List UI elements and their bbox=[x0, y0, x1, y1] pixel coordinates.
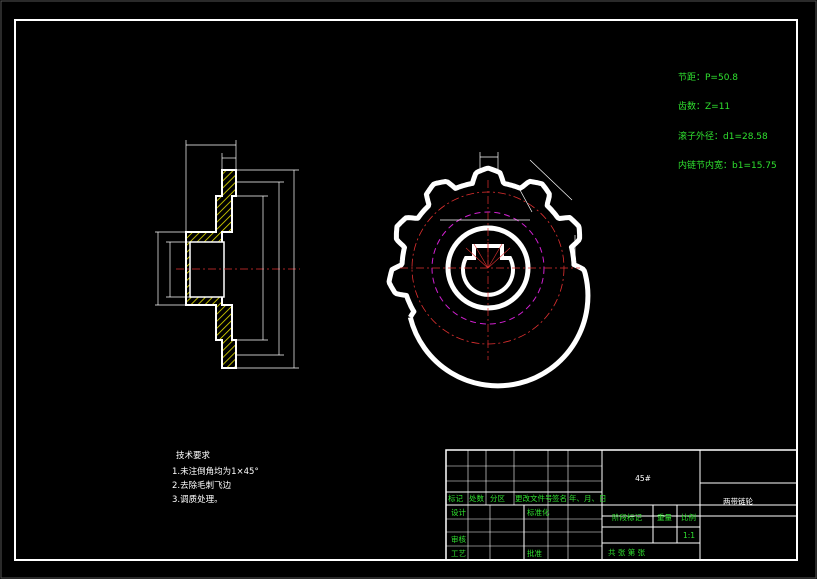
bore-with-keyway bbox=[461, 244, 515, 297]
sprocket-outline bbox=[386, 165, 591, 389]
param-teeth: 齿数：Z=11 bbox=[678, 100, 730, 112]
note-1: 1.未注倒角均为1×45° bbox=[172, 466, 259, 477]
technical-requirements: 技术要求 1.未注倒角均为1×45° 2.去除毛刺飞边 3.调质处理。 bbox=[172, 450, 259, 505]
notes-title: 技术要求 bbox=[176, 450, 211, 461]
hub-rays bbox=[465, 242, 511, 269]
front-view bbox=[386, 152, 591, 389]
label-process: 工艺 bbox=[451, 549, 466, 558]
sprocket-parameters: 节距：P=50.8 齿数：Z=11 滚子外径：d1=28.58 内链节内宽：b1… bbox=[678, 72, 777, 171]
drawing-frame bbox=[14, 19, 798, 561]
label-stage-mark: 阶段标记 bbox=[612, 512, 642, 522]
material-text: 45# bbox=[635, 474, 651, 483]
title-block-text: 45# 两带链轮 标记 处数 分区 更改文件号 签名 年、月、日 设计 标准化 … bbox=[448, 474, 753, 558]
scale-value: 1:1 bbox=[683, 531, 695, 540]
label-sheets: 共 张 第 张 bbox=[608, 547, 646, 557]
label-approve: 批准 bbox=[527, 548, 542, 558]
hdr-sign: 签名 bbox=[552, 493, 567, 503]
param-pitch: 节距：P=50.8 bbox=[678, 72, 738, 83]
hdr-zone: 分区 bbox=[490, 494, 505, 503]
label-review: 审核 bbox=[451, 534, 466, 544]
param-roller-diameter: 滚子外径：d1=28.58 bbox=[678, 130, 768, 142]
label-standard: 标准化 bbox=[527, 507, 550, 517]
param-inner-width: 内链节内宽：b1=15.75 bbox=[678, 159, 777, 171]
note-3: 3.调质处理。 bbox=[172, 494, 223, 505]
label-weight: 重量 bbox=[657, 513, 672, 522]
bore bbox=[189, 241, 225, 298]
hdr-change-doc: 更改文件号 bbox=[515, 493, 553, 503]
hdr-mark: 标记 bbox=[448, 493, 463, 503]
front-dimensions bbox=[440, 152, 576, 265]
side-dimensions bbox=[155, 140, 299, 369]
side-section-view bbox=[155, 140, 300, 369]
hdr-date: 年、月、日 bbox=[569, 493, 607, 503]
label-design: 设计 bbox=[451, 507, 466, 517]
hdr-count: 处数 bbox=[469, 493, 484, 503]
title-block bbox=[445, 449, 798, 561]
note-2: 2.去除毛刺飞边 bbox=[172, 480, 232, 491]
label-ratio: 比例 bbox=[681, 512, 696, 522]
drawing-name: 两带链轮 bbox=[723, 496, 753, 506]
